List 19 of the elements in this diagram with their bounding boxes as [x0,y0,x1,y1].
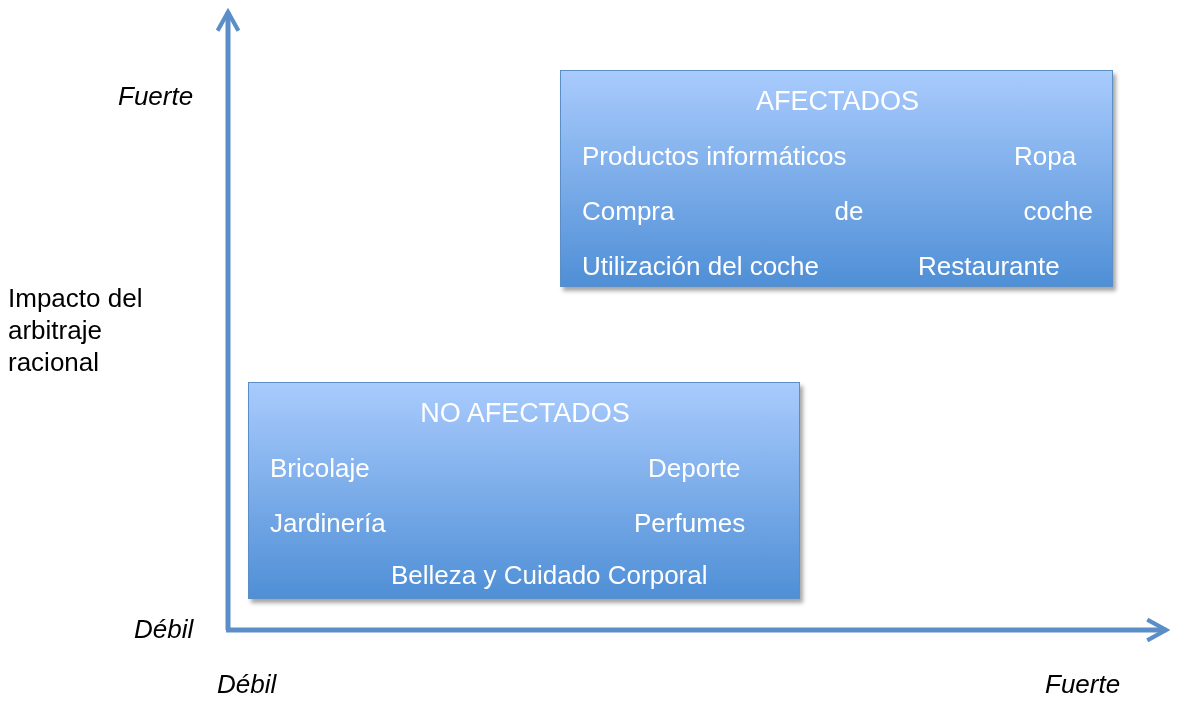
heading-text: AFECTADOS [755,85,920,117]
axis-value-label: Fuerte [118,80,194,112]
category-label: Ropa [1014,140,1077,172]
category-label: Utilización del coche [582,250,819,282]
category-label: Perfumes [634,507,746,539]
axis-title: Impacto del arbitraje racional [8,282,144,378]
category-label: Belleza y Cuidado Corporal [391,559,708,591]
category-label: Jardinería [270,507,386,539]
category-box [560,70,1113,287]
category-label: Deporte [648,452,741,484]
category-label: Restaurante [918,250,1060,282]
axis-value-label: Fuerte [1045,668,1121,700]
category-label: Productos informáticos [582,140,847,172]
heading-text: NO AFECTADOS [419,397,631,429]
category-box [248,382,800,599]
category-label: Bricolaje [270,452,370,484]
axis-value-label: Débil [217,668,277,700]
category-label: Compra de coche [582,195,1093,227]
axis-value-label: Débil [134,613,194,645]
